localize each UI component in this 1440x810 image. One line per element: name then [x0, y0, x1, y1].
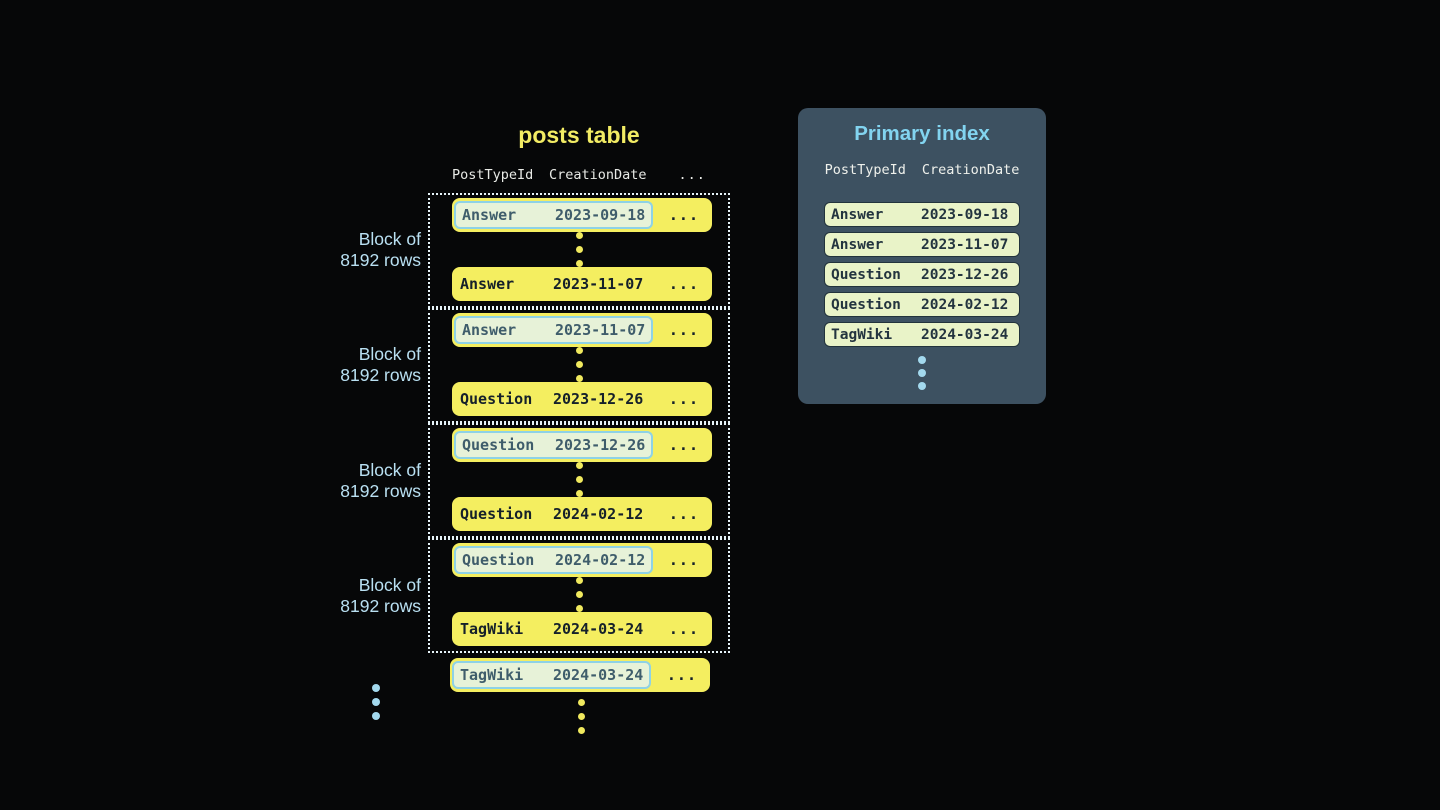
table-row-block2-last: Question 2023-12-26 ... [452, 382, 712, 416]
block-label-4: Block of 8192 rows [305, 575, 421, 617]
cell-posttypeid: Question [831, 296, 901, 313]
row-ellipsis: ... [668, 620, 699, 638]
row-ellipsis: ... [668, 321, 699, 339]
cell-posttypeid: Question [462, 436, 535, 454]
cell-creationdate: 2023-09-18 [921, 206, 1009, 223]
index-key-highlight: Question 2023-12-26 [454, 431, 654, 459]
cell-posttypeid: Answer [831, 236, 884, 253]
vertical-ellipsis-dots [575, 462, 583, 497]
table-row-block3-first: Question 2023-12-26 ... [452, 428, 712, 462]
column-header-creationdate: CreationDate [921, 162, 1020, 178]
index-row-5: TagWiki 2024-03-24 [824, 322, 1020, 347]
index-key-highlight: Question 2024-02-12 [454, 546, 654, 574]
row-ellipsis: ... [668, 390, 699, 408]
row-ellipsis: ... [666, 666, 697, 684]
row-block-1: Answer 2023-09-18 ... Answer 2023-11-07 … [428, 193, 730, 308]
table-row-block1-first: Answer 2023-09-18 ... [452, 198, 712, 232]
primary-index-rows: Answer 2023-09-18 Answer 2023-11-07 Ques… [824, 202, 1020, 347]
row-block-3: Question 2023-12-26 ... Question 2024-02… [428, 423, 730, 538]
column-header-creationdate: CreationDate [549, 167, 647, 183]
cell-creationdate: 2024-02-12 [921, 296, 1009, 313]
cell-posttypeid: Question [462, 551, 535, 569]
vertical-ellipsis-dots [578, 699, 585, 734]
cell-creationdate: 2023-12-26 [555, 436, 646, 454]
block-label-line2: 8192 rows [340, 596, 421, 616]
primary-index-column-headers: PostTypeId CreationDate [825, 162, 1020, 178]
block-label-line1: Block of [358, 344, 421, 364]
cell-posttypeid: Question [460, 390, 533, 408]
index-row-4: Question 2024-02-12 [824, 292, 1020, 317]
posts-table-title: posts table [518, 122, 640, 148]
row-ellipsis: ... [668, 206, 699, 224]
block-label-line1: Block of [358, 460, 421, 480]
table-row-block2-first: Answer 2023-11-07 ... [452, 313, 712, 347]
table-row-block4-last: TagWiki 2024-03-24 ... [452, 612, 712, 646]
block-label-line1: Block of [358, 229, 421, 249]
cell-creationdate: 2023-11-07 [921, 236, 1009, 253]
vertical-ellipsis-dots [575, 347, 583, 382]
cell-creationdate: 2024-03-24 [553, 620, 644, 638]
table-row-block3-last: Question 2024-02-12 ... [452, 497, 712, 531]
cell-posttypeid: Question [831, 266, 901, 283]
more-blocks-ellipsis-dots [372, 684, 380, 720]
table-row-next-block-first: TagWiki 2024-03-24 ... [450, 658, 710, 692]
cell-creationdate: 2023-11-07 [555, 321, 646, 339]
cell-creationdate: 2023-12-26 [553, 390, 644, 408]
row-ellipsis: ... [668, 275, 699, 293]
table-row-block1-last: Answer 2023-11-07 ... [452, 267, 712, 301]
block-label-2: Block of 8192 rows [305, 344, 421, 386]
cell-posttypeid: TagWiki [460, 620, 524, 638]
index-key-highlight: Answer 2023-09-18 [454, 201, 654, 229]
index-key-highlight: TagWiki 2024-03-24 [452, 661, 652, 689]
cell-creationdate: 2024-02-12 [553, 505, 644, 523]
cell-posttypeid: Answer [460, 275, 515, 293]
block-label-1: Block of 8192 rows [305, 229, 421, 271]
row-ellipsis: ... [668, 551, 699, 569]
index-row-2: Answer 2023-11-07 [824, 232, 1020, 257]
posts-table-column-headers: PostTypeId CreationDate ... [452, 167, 706, 183]
index-key-highlight: Answer 2023-11-07 [454, 316, 654, 344]
block-label-3: Block of 8192 rows [305, 460, 421, 502]
table-row-block4-first: Question 2024-02-12 ... [452, 543, 712, 577]
primary-index-panel: Primary index PostTypeId CreationDate An… [798, 108, 1046, 404]
cell-creationdate: 2024-02-12 [555, 551, 646, 569]
cell-posttypeid: Question [460, 505, 533, 523]
column-header-ellipsis: ... [678, 167, 706, 183]
cell-creationdate: 2023-11-07 [553, 275, 644, 293]
cell-posttypeid: Answer [462, 206, 517, 224]
row-block-4: Question 2024-02-12 ... TagWiki 2024-03-… [428, 538, 730, 653]
block-label-line1: Block of [358, 575, 421, 595]
vertical-ellipsis-dots [575, 232, 583, 267]
cell-creationdate: 2023-09-18 [555, 206, 646, 224]
row-block-2: Answer 2023-11-07 ... Question 2023-12-2… [428, 308, 730, 423]
cell-posttypeid: Answer [462, 321, 517, 339]
cell-creationdate: 2023-12-26 [921, 266, 1009, 283]
row-ellipsis: ... [668, 505, 699, 523]
index-row-3: Question 2023-12-26 [824, 262, 1020, 287]
primary-index-title: Primary index [854, 122, 990, 145]
cell-posttypeid: Answer [831, 206, 884, 223]
posts-table-blocks: Answer 2023-09-18 ... Answer 2023-11-07 … [428, 193, 730, 653]
block-label-line2: 8192 rows [340, 481, 421, 501]
column-header-posttypeid: PostTypeId [452, 167, 534, 183]
block-label-line2: 8192 rows [340, 365, 421, 385]
cell-creationdate: 2024-03-24 [921, 326, 1009, 343]
row-ellipsis: ... [668, 436, 699, 454]
vertical-ellipsis-dots [575, 577, 583, 612]
cell-creationdate: 2024-03-24 [553, 666, 644, 684]
block-label-line2: 8192 rows [340, 250, 421, 270]
index-row-1: Answer 2023-09-18 [824, 202, 1020, 227]
cell-posttypeid: TagWiki [460, 666, 524, 684]
more-index-entries-ellipsis-dots [918, 356, 926, 390]
cell-posttypeid: TagWiki [831, 326, 893, 343]
column-header-posttypeid: PostTypeId [824, 162, 906, 178]
